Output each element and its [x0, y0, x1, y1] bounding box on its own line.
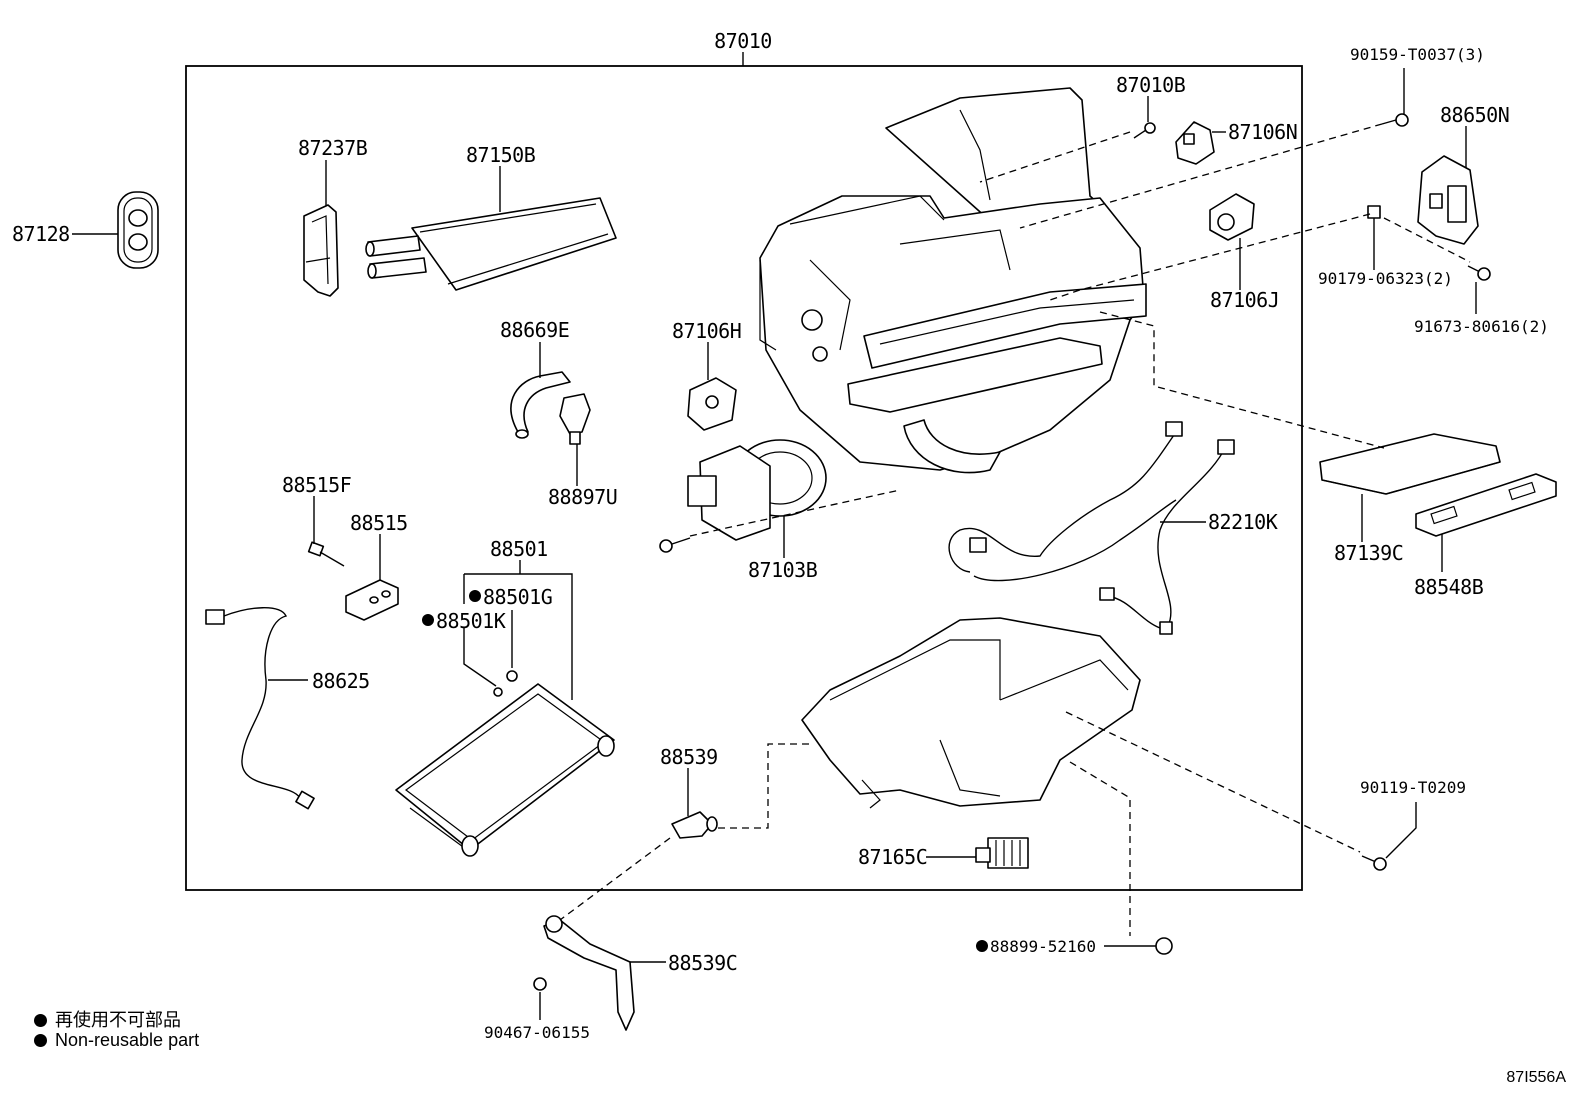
- label-87010B[interactable]: 87010B: [1116, 73, 1186, 97]
- blower-resistor-87165C: [975, 837, 1029, 869]
- label-88501K[interactable]: 88501K: [436, 609, 506, 633]
- legend-non-reusable-en: Non-reusable part: [34, 1030, 199, 1051]
- blower-motor-87103B: [687, 439, 827, 541]
- label-88625[interactable]: 88625: [312, 669, 370, 693]
- clip-90467-06155: [533, 977, 547, 991]
- figure-code: 87I556A: [1506, 1069, 1566, 1086]
- label-87106J[interactable]: 87106J: [1210, 288, 1280, 312]
- label-88548B[interactable]: 88548B: [1414, 575, 1484, 599]
- label-91673-80616[interactable]: 91673-80616(2): [1414, 317, 1549, 336]
- label-87165C[interactable]: 87165C: [858, 845, 928, 869]
- screw-87010B: [1133, 122, 1156, 139]
- expansion-valve-88515: [345, 579, 399, 621]
- clip-90179-06323: [1367, 205, 1381, 219]
- legend-text-en: Non-reusable part: [55, 1030, 200, 1050]
- cabin-filter-87139C: [1319, 433, 1501, 495]
- bullet-icon: [34, 1034, 47, 1047]
- aspirator-hose-88669E: [510, 371, 571, 439]
- label-87150B[interactable]: 87150B: [466, 143, 536, 167]
- legend-non-reusable-jp: 再使用不可部品: [34, 1006, 181, 1032]
- nut-88899-52160: [1155, 937, 1173, 955]
- label-90159-T0037[interactable]: 90159-T0037(3): [1350, 45, 1485, 64]
- bolt-88515F: [307, 541, 345, 567]
- sensor-wire-88625: [205, 607, 315, 810]
- screw-90119-T0209: [1361, 855, 1387, 871]
- drain-hose-88539C: [543, 915, 635, 1031]
- label-88539C[interactable]: 88539C: [668, 951, 738, 975]
- grommet-87128: [117, 191, 159, 269]
- label-82210K[interactable]: 82210K: [1208, 510, 1278, 534]
- pipe-fitting-88539: [671, 811, 718, 839]
- evaporator-88501: [395, 683, 615, 857]
- bracket-87237B: [303, 204, 339, 297]
- legend-text-jp: 再使用不可部品: [55, 1010, 181, 1030]
- label-88515F[interactable]: 88515F: [282, 473, 352, 497]
- label-87237B[interactable]: 87237B: [298, 136, 368, 160]
- label-88515[interactable]: 88515: [350, 511, 408, 535]
- label-90467-06155[interactable]: 90467-06155: [484, 1023, 590, 1042]
- label-87106H[interactable]: 87106H: [672, 319, 742, 343]
- label-87010[interactable]: 87010: [714, 29, 772, 53]
- label-88501[interactable]: 88501: [490, 537, 548, 561]
- label-88899-52160[interactable]: 88899-52160: [990, 937, 1096, 956]
- air-mix-motor-88650N: [1417, 155, 1479, 245]
- heater-core-87150B: [365, 197, 617, 291]
- label-88539[interactable]: 88539: [660, 745, 718, 769]
- hvac-case-lower: [801, 617, 1141, 809]
- label-87106N[interactable]: 87106N: [1228, 120, 1298, 144]
- label-87103B[interactable]: 87103B: [748, 558, 818, 582]
- servo-motor-87106H: [687, 377, 737, 431]
- label-88669E[interactable]: 88669E: [500, 318, 570, 342]
- label-87128[interactable]: 87128: [12, 222, 70, 246]
- blower-screw: [659, 537, 691, 553]
- label-88650N[interactable]: 88650N: [1440, 103, 1510, 127]
- non-reusable-dot-88501K: [422, 614, 434, 626]
- label-87139C[interactable]: 87139C: [1334, 541, 1404, 565]
- non-reusable-dot-88501G: [469, 590, 481, 602]
- non-reusable-dot-88899: [976, 940, 988, 952]
- servo-motor-87106N: [1175, 121, 1215, 165]
- label-88501G[interactable]: 88501G: [483, 585, 553, 609]
- screw-91673-80616: [1467, 265, 1491, 281]
- assembly-frame: [185, 65, 1303, 891]
- hvac-case-upper-87010: [759, 87, 1147, 474]
- bullet-icon: [34, 1014, 47, 1027]
- filter-cover-88548B: [1415, 473, 1557, 537]
- assembly-dashed-lines: [559, 123, 1471, 936]
- temperature-sensor-88897U: [559, 393, 591, 445]
- label-90179-06323[interactable]: 90179-06323(2): [1318, 269, 1453, 288]
- label-90119-T0209[interactable]: 90119-T0209: [1360, 778, 1466, 797]
- o-ring-88501K: [493, 687, 503, 697]
- o-ring-88501G: [506, 670, 518, 682]
- wire-harness-82210K: [948, 421, 1235, 635]
- servo-motor-87106J: [1209, 193, 1255, 241]
- label-88897U[interactable]: 88897U: [548, 485, 618, 509]
- screw-90159-T0037: [1381, 113, 1409, 127]
